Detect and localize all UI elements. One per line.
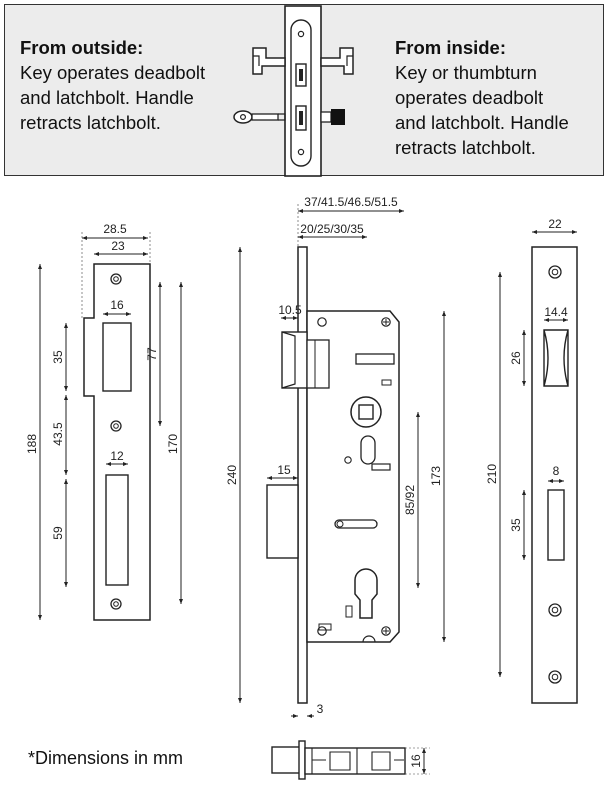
cam-slot [360,435,376,465]
faceplate-dimensions: 22 14.4 26 8 35 210 [485,217,577,677]
dim-strike-width-outer: 28.5 [103,222,127,236]
lock-case [306,310,400,643]
faceplate-outline [531,246,578,704]
dim-strike-188: 188 [25,434,39,454]
dim-faceplate-thickness: 3 [317,702,324,716]
dim-strike-59: 59 [51,526,65,540]
faceplate-latch-opening [543,329,569,387]
strike-screw-middle [110,420,122,432]
door-lock-illustration [233,5,354,177]
dim-faceplate-latch-height: 26 [509,351,523,365]
faceplate-mini [290,19,312,167]
latchbolt-assembly [281,331,330,389]
inside-line-2: operates deadbolt [395,87,544,108]
outside-title: From outside: [20,37,144,58]
key-mini-icon [233,110,286,124]
inside-line-4: retracts latchbolt. [395,137,536,158]
case-screw-top-right [381,317,391,327]
dim-strike-43-5: 43.5 [51,422,65,446]
dim-faceplate-width: 22 [548,217,562,231]
outside-line-1: Key operates deadbolt [20,62,206,83]
screw-mini-bottom [297,148,305,156]
screw-mini-top [297,30,305,38]
dim-faceplate-deadbolt-height: 35 [509,518,523,532]
dim-center-distance: 85/92 [403,485,417,515]
dim-faceplate-latch-width: 14.4 [544,305,568,319]
side-view-drawing: 16 [271,740,430,780]
deadbolt [266,484,299,559]
thumbturn-mini-icon [320,109,345,125]
dim-backset: 20/25/30/35 [300,222,364,236]
strike-plate-drawing [83,263,151,621]
inside-line-1: Key or thumbturn [395,62,537,83]
inside-title: From inside: [395,37,507,58]
case-screw-bottom-right [381,626,391,636]
outside-line-2: and latchbolt. Handle [20,87,194,108]
faceplate-deadbolt-opening [547,489,565,561]
dim-latch-projection: 10.5 [278,303,302,317]
inside-operation-note: From inside: Key or thumbturn operates d… [395,35,605,160]
strike-latch-opening [102,322,132,392]
dim-strike-35: 35 [51,350,65,364]
dim-strike-width-inner: 23 [111,239,125,253]
inside-handle-mini [320,47,354,75]
lock-body-drawing [266,246,400,704]
strike-deadbolt-opening [105,474,129,586]
outside-operation-note: From outside: Key operates deadbolt and … [20,35,240,135]
strike-plate-dimensions: 28.5 23 16 12 35 43.5 59 188 77 170 [25,222,183,620]
dim-lock-240: 240 [225,465,239,485]
dim-faceplate-deadbolt-width: 8 [553,464,560,478]
dim-strike-latch-width: 16 [110,298,124,312]
dim-backset-options: 37/41.5/46.5/51.5 [304,195,398,209]
dim-strike-deadbolt-width: 12 [110,449,124,463]
strike-screw-top [110,273,122,285]
dim-side-thickness: 16 [409,754,423,768]
outside-line-3: retracts latchbolt. [20,112,161,133]
lock-body-dimensions: 37/41.5/46.5/51.5 20/25/30/35 10.5 240 1… [225,195,446,718]
dim-strike-170: 170 [166,434,180,454]
dim-strike-77: 77 [145,347,159,361]
cylinder-cutout [354,568,378,619]
lever-slot [355,353,395,365]
guide-slot [334,519,378,529]
inside-line-3: and latchbolt. Handle [395,112,569,133]
dim-faceplate-210: 210 [485,464,499,484]
dim-lock-173: 173 [429,466,443,486]
dim-deadbolt-projection: 15 [277,463,291,477]
faceplate-drawing [531,246,578,704]
strike-screw-bottom [110,598,122,610]
follower-spindle [350,396,382,428]
strike-plate-outline [83,263,151,621]
outside-handle-mini [252,47,286,75]
dimensions-footnote: *Dimensions in mm [28,748,184,768]
